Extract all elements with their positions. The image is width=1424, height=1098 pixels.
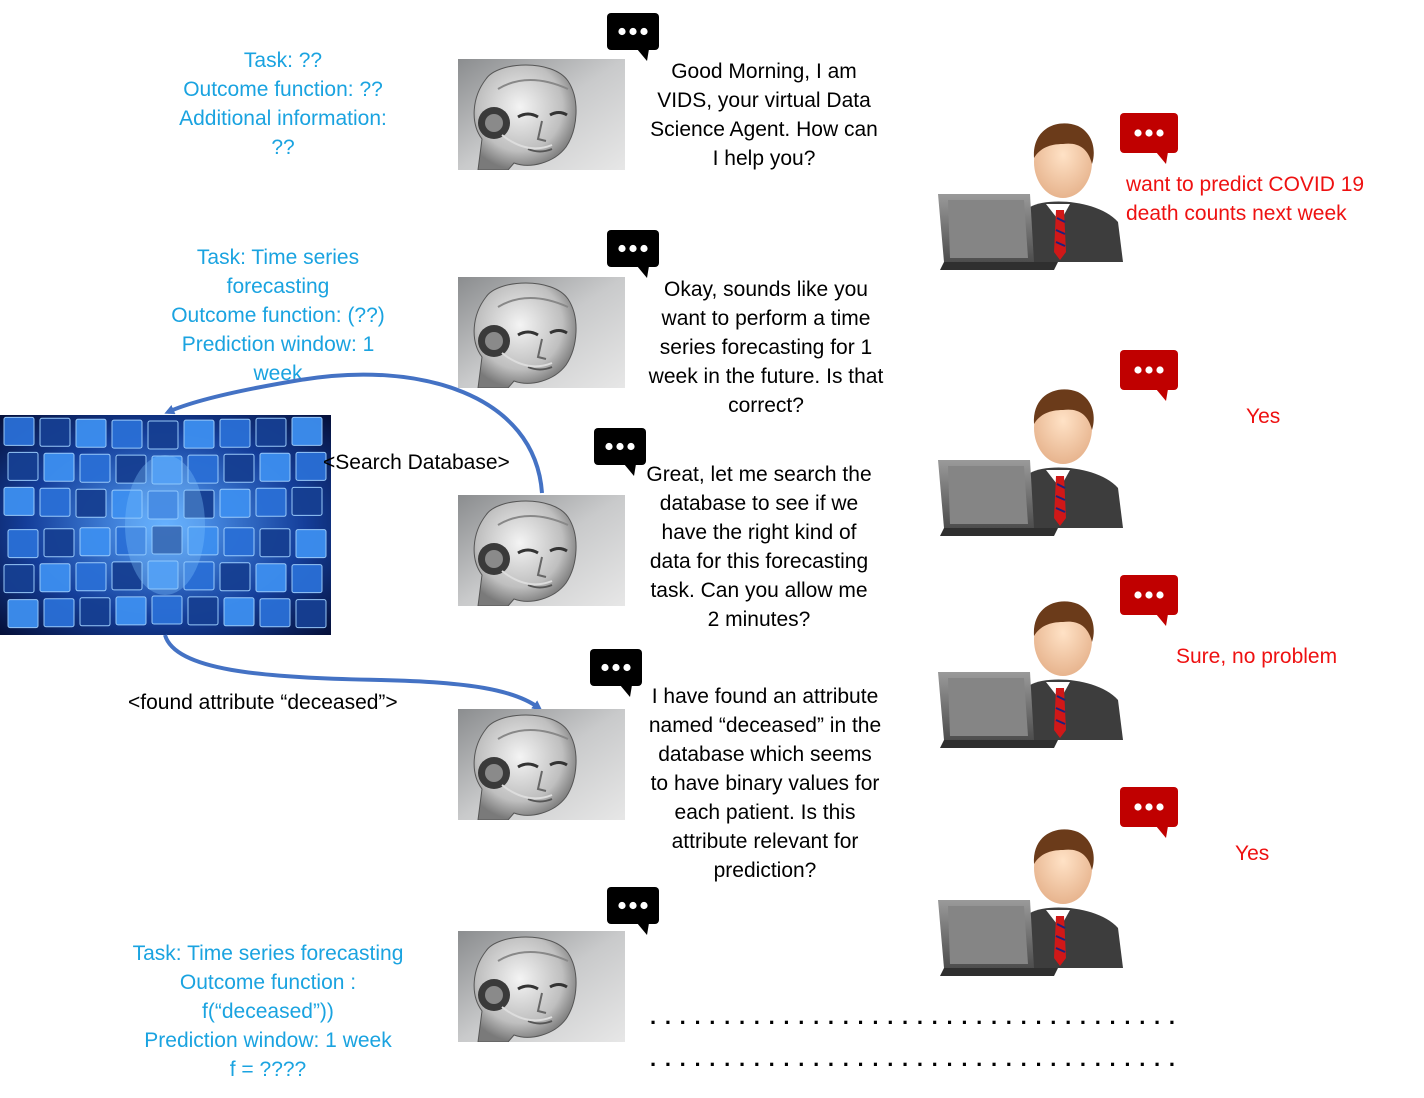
message-line: Good Morning, I am: [671, 60, 857, 83]
businessman-laptop-icon: [938, 590, 1123, 750]
message-line: data for this forecasting: [649, 550, 869, 573]
state-line: Task: Time series: [196, 246, 360, 269]
message-line: database to see if we: [659, 492, 859, 515]
message-line: I help you?: [712, 147, 816, 170]
chat-bubble-icon: [607, 887, 659, 936]
agent-message-search: Great, let me search the database to see…: [624, 460, 894, 634]
robot-head-icon: [458, 495, 625, 606]
state-block-initial: Task: ?? Outcome function: ?? Additional…: [148, 46, 418, 162]
state-line: Task: Time series forecasting: [132, 942, 404, 965]
chat-bubble-icon: [594, 428, 646, 477]
state-line: Outcome function: ??: [183, 78, 383, 101]
continuation-line: . . . . . . . . . . . . . . . . . . . . …: [650, 1004, 1177, 1029]
search-database-label: <Search Database>: [323, 451, 510, 474]
chat-bubble-icon: [607, 13, 659, 62]
chat-bubble-icon: [1120, 350, 1178, 402]
chat-bubble-icon: [1120, 575, 1178, 627]
state-line: Task: ??: [243, 49, 323, 72]
state-block-forecasting: Task: Time series forecasting Outcome fu…: [143, 243, 413, 388]
message-line: Great, let me search the: [646, 463, 872, 486]
message-line: named “deceased” in the: [648, 714, 882, 737]
message-line: week in the future. Is that: [648, 365, 884, 388]
chat-bubble-icon: [1120, 787, 1178, 839]
message-line: VIDS, your virtual Data: [657, 89, 871, 112]
message-line: prediction?: [713, 859, 817, 882]
found-attribute-label: <found attribute “deceased”>: [128, 691, 398, 714]
message-line: Science Agent. How can: [650, 118, 878, 141]
continuation-line: . . . . . . . . . . . . . . . . . . . . …: [650, 1046, 1177, 1071]
businessman-laptop-icon: [938, 378, 1123, 538]
found-arrow: [163, 634, 543, 711]
state-line: f = ????: [229, 1058, 307, 1081]
message-line: correct?: [728, 394, 804, 417]
robot-head-icon: [458, 277, 625, 388]
state-line: Prediction window: 1 week: [144, 1029, 392, 1052]
message-line: death counts next week: [1126, 202, 1347, 225]
message-line: want to predict COVID 19: [1126, 173, 1365, 196]
message-line: each patient. Is this: [674, 801, 856, 824]
message-line: attribute relevant for: [671, 830, 859, 853]
chat-bubble-icon: [607, 230, 659, 279]
chat-bubble-icon: [1120, 113, 1178, 165]
user-message-request: want to predict COVID 19 death counts ne…: [1126, 170, 1364, 228]
robot-head-icon: [458, 59, 625, 170]
message-line: want to perform a time: [661, 307, 871, 330]
businessman-laptop-icon: [938, 818, 1123, 978]
chat-bubble-icon: [590, 649, 642, 698]
state-line: Prediction window: 1: [181, 333, 375, 356]
state-line: f(“deceased”)): [202, 1000, 334, 1023]
robot-head-icon: [458, 709, 625, 820]
state-line: Outcome function :: [179, 971, 357, 994]
agent-message-confirm: Okay, sounds like you want to perform a …: [628, 275, 904, 420]
agent-message-greeting: Good Morning, I am VIDS, your virtual Da…: [628, 57, 900, 173]
message-line: to have binary values for: [650, 772, 880, 795]
state-line: ??: [271, 136, 295, 159]
message-line: have the right kind of: [661, 521, 857, 544]
user-message-yes: Yes: [1246, 405, 1281, 428]
user-message-sure: Sure, no problem: [1176, 645, 1338, 668]
message-line: Okay, sounds like you: [664, 278, 868, 301]
message-line: task. Can you allow me: [650, 579, 868, 602]
database-screens-icon: [0, 415, 331, 635]
message-line: 2 minutes?: [707, 608, 811, 631]
robot-head-icon: [458, 931, 625, 1042]
state-line: Outcome function: (??): [171, 304, 385, 327]
message-line: series forecasting for 1: [659, 336, 873, 359]
state-block-final: Task: Time series forecasting Outcome fu…: [98, 939, 438, 1084]
businessman-laptop-icon: [938, 112, 1123, 272]
message-line: I have found an attribute: [651, 685, 879, 708]
agent-message-found: I have found an attribute named “decease…: [628, 682, 902, 885]
search-arrow: [164, 372, 544, 494]
state-line: week: [253, 362, 303, 385]
user-message-yes: Yes: [1235, 842, 1270, 865]
message-line: database which seems: [658, 743, 872, 766]
state-line: Additional information:: [179, 107, 387, 130]
state-line: forecasting: [226, 275, 330, 298]
